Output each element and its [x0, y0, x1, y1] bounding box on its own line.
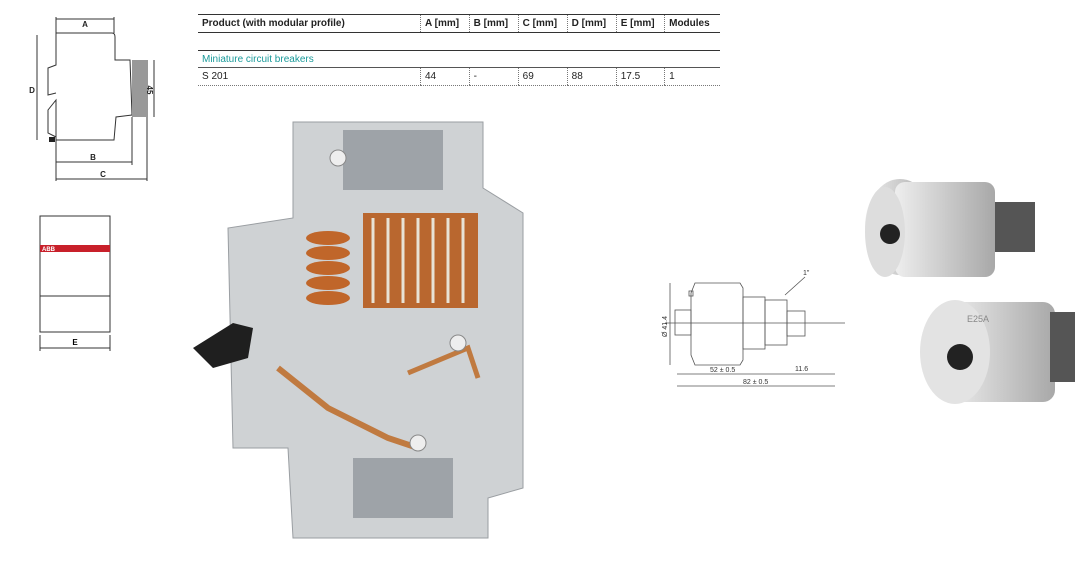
cell-product: S 201 [198, 67, 421, 86]
label-c: C [100, 170, 106, 179]
category-heading: Miniature circuit breakers [198, 50, 720, 68]
table-header: Product (with modular profile) A [mm] B … [198, 14, 720, 33]
col-modules: Modules [664, 14, 720, 33]
label-45: 45 [145, 86, 154, 95]
thread-size-label: 1" [803, 270, 810, 277]
abb-logo: ABB [42, 247, 56, 253]
col-b: B [mm] [468, 14, 519, 33]
diameter-label: Ø 41.4 [662, 316, 669, 337]
col-e: E [mm] [615, 14, 665, 33]
fuse-technical-drawing: Ø 41.4 52 ± 0.5 11.6 82 ± 0.5 1" [662, 270, 845, 387]
col-c: C [mm] [517, 14, 568, 33]
cell-d: 88 [566, 67, 617, 86]
cell-a: 44 [420, 67, 470, 86]
label-e: E [72, 338, 78, 347]
fuse-marking: E25A [967, 314, 989, 324]
col-product: Product (with modular profile) [198, 14, 421, 33]
cell-e: 17.5 [615, 67, 665, 86]
col-d: D [mm] [566, 14, 617, 33]
label-b: B [90, 153, 96, 162]
front-dimension-drawing: ABB E [39, 215, 111, 351]
fuse-photos: E25A [865, 179, 1075, 404]
label-d: D [29, 86, 35, 95]
cell-modules: 1 [664, 67, 720, 86]
side-dimension-drawing: A B C D 45 [29, 17, 155, 181]
total-length-label: 82 ± 0.5 [743, 379, 768, 386]
circuit-breaker-cutaway-photo [193, 121, 524, 539]
label-a: A [82, 20, 88, 29]
cell-c: 69 [517, 67, 568, 86]
body-length-label: 52 ± 0.5 [710, 367, 735, 374]
table-row: S 201 44 - 69 88 17.5 1 [198, 67, 720, 86]
thread-length-label: 11.6 [795, 366, 808, 373]
dimensions-table: Product (with modular profile) A [mm] B … [198, 14, 720, 86]
col-a: A [mm] [420, 14, 470, 33]
cell-b: - [468, 67, 519, 86]
